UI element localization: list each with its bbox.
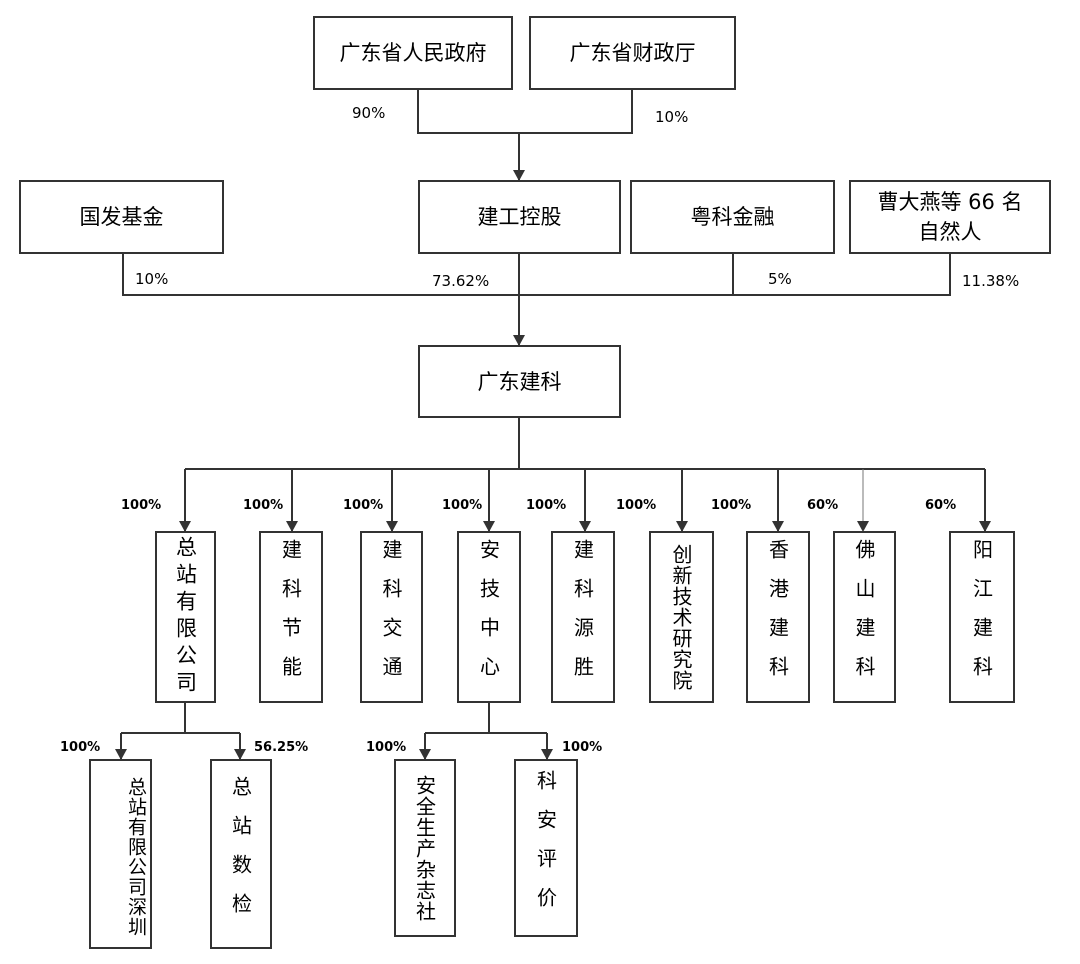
node-jiangong: 建工控股 [418, 180, 621, 254]
pct-subsidiary: 100% [343, 498, 384, 513]
subsidiary-box: 建科交通 [360, 531, 423, 703]
pct-subsidiary: 100% [526, 498, 567, 513]
pct-subsidiary: 60% [807, 498, 839, 513]
subsidiary-box: 佛山建科 [833, 531, 896, 703]
grandchild-box: 总站数检 [210, 759, 272, 949]
grandchild-box: 科安评价 [514, 759, 578, 937]
pct-grandchild: 100% [60, 740, 101, 755]
pct-subsidiary: 100% [616, 498, 657, 513]
subsidiary-box: 建科节能 [259, 531, 323, 703]
pct-grandchild: 100% [562, 740, 603, 755]
pct-subsidiary: 100% [121, 498, 162, 513]
pct-subsidiary: 100% [711, 498, 752, 513]
pct-guofa: 10% [135, 270, 169, 288]
node-gd-jianke: 广东建科 [418, 345, 621, 418]
pct-subsidiary: 60% [925, 498, 957, 513]
node-gd-gov: 广东省人民政府 [313, 16, 513, 90]
pct-finance: 10% [655, 108, 689, 126]
grandchild-box: 总站有限公司深圳 [89, 759, 152, 949]
grandchild-box: 安全生产杂志社 [394, 759, 456, 937]
pct-subsidiary: 100% [442, 498, 483, 513]
pct-jiangong: 73.62% [432, 272, 490, 290]
pct-cao: 11.38% [962, 272, 1020, 290]
node-gd-finance: 广东省财政厅 [529, 16, 736, 90]
subsidiary-box: 总站有限公司 [155, 531, 216, 703]
subsidiary-box: 创新技术研究院 [649, 531, 714, 703]
subsidiary-box: 阳江建科 [949, 531, 1015, 703]
pct-yueke: 5% [768, 270, 792, 288]
subsidiary-box: 香港建科 [746, 531, 810, 703]
pct-grandchild: 100% [366, 740, 407, 755]
subsidiary-box: 安技中心 [457, 531, 521, 703]
node-cao: 曹大燕等 66 名自然人 [849, 180, 1051, 254]
pct-subsidiary: 100% [243, 498, 284, 513]
pct-gov: 90% [352, 104, 386, 122]
node-yueke: 粤科金融 [630, 180, 835, 254]
subsidiary-box: 建科源胜 [551, 531, 615, 703]
pct-grandchild: 56.25% [254, 740, 309, 755]
node-guofa: 国发基金 [19, 180, 224, 254]
